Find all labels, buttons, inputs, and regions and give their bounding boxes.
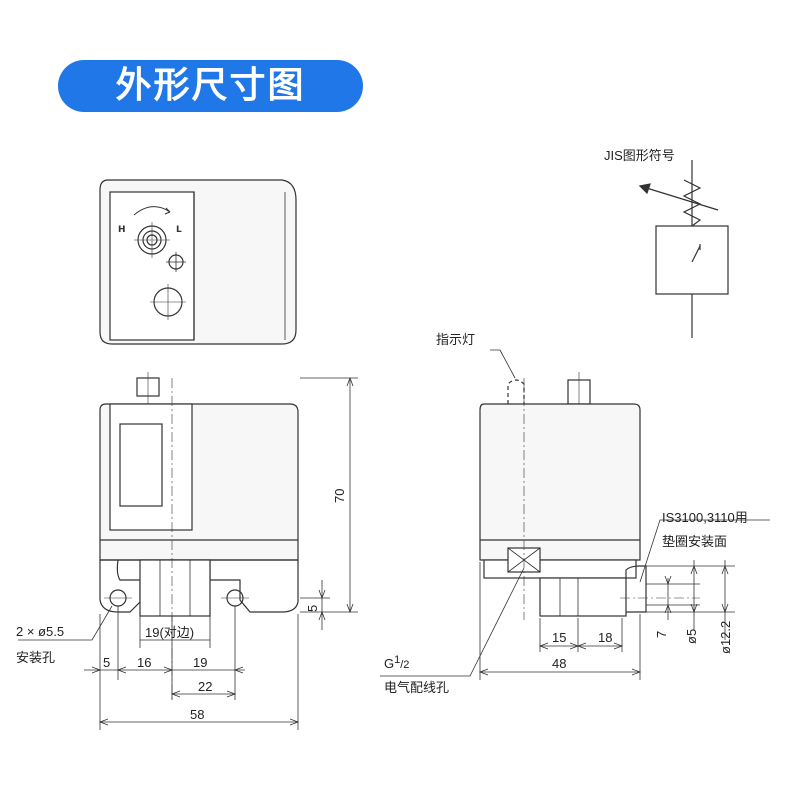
dim-15: 15 xyxy=(552,630,566,645)
indicator-lamp-icon xyxy=(507,379,525,404)
hole-label: 2 × ø5.5 xyxy=(16,624,64,639)
side-dimensions xyxy=(380,349,770,680)
top-view xyxy=(99,179,297,345)
gasket-label-2: 垫圈安装面 xyxy=(662,534,727,549)
conduit-label: G1/2 xyxy=(384,654,409,671)
dim-5: 5 xyxy=(103,655,110,670)
side-view xyxy=(479,372,700,620)
jis-symbol-label: JIS图形符号 xyxy=(604,148,675,163)
conduit-label-2: 电气配线孔 xyxy=(384,680,449,695)
dim-16: 16 xyxy=(137,655,151,670)
hole-label-2: 安装孔 xyxy=(16,650,55,665)
dim-58: 58 xyxy=(190,707,204,722)
dim-22: 22 xyxy=(198,679,212,694)
dim-5-right: 5 xyxy=(305,605,320,612)
indicator-lamp-label: 指示灯 xyxy=(436,332,475,347)
dim-7: 7 xyxy=(654,631,669,638)
jis-symbol xyxy=(638,160,729,338)
dim-d12: ø12.2 xyxy=(718,621,733,654)
dim-d5: ø5 xyxy=(684,629,699,644)
l-mark: L xyxy=(176,225,182,235)
front-dimensions xyxy=(18,376,358,730)
dim-19-flats: 19(对边) xyxy=(145,625,194,640)
dim-19: 19 xyxy=(193,655,207,670)
page-title: 外形尺寸图 xyxy=(58,60,363,112)
front-view xyxy=(99,372,299,700)
dim-48: 48 xyxy=(552,656,566,671)
h-mark: H xyxy=(118,225,126,235)
dim-70: 70 xyxy=(332,489,347,503)
gasket-label-1: IS3100,3110用 xyxy=(662,510,748,525)
dim-18: 18 xyxy=(598,630,612,645)
adjust-arrow-icon xyxy=(639,185,719,211)
